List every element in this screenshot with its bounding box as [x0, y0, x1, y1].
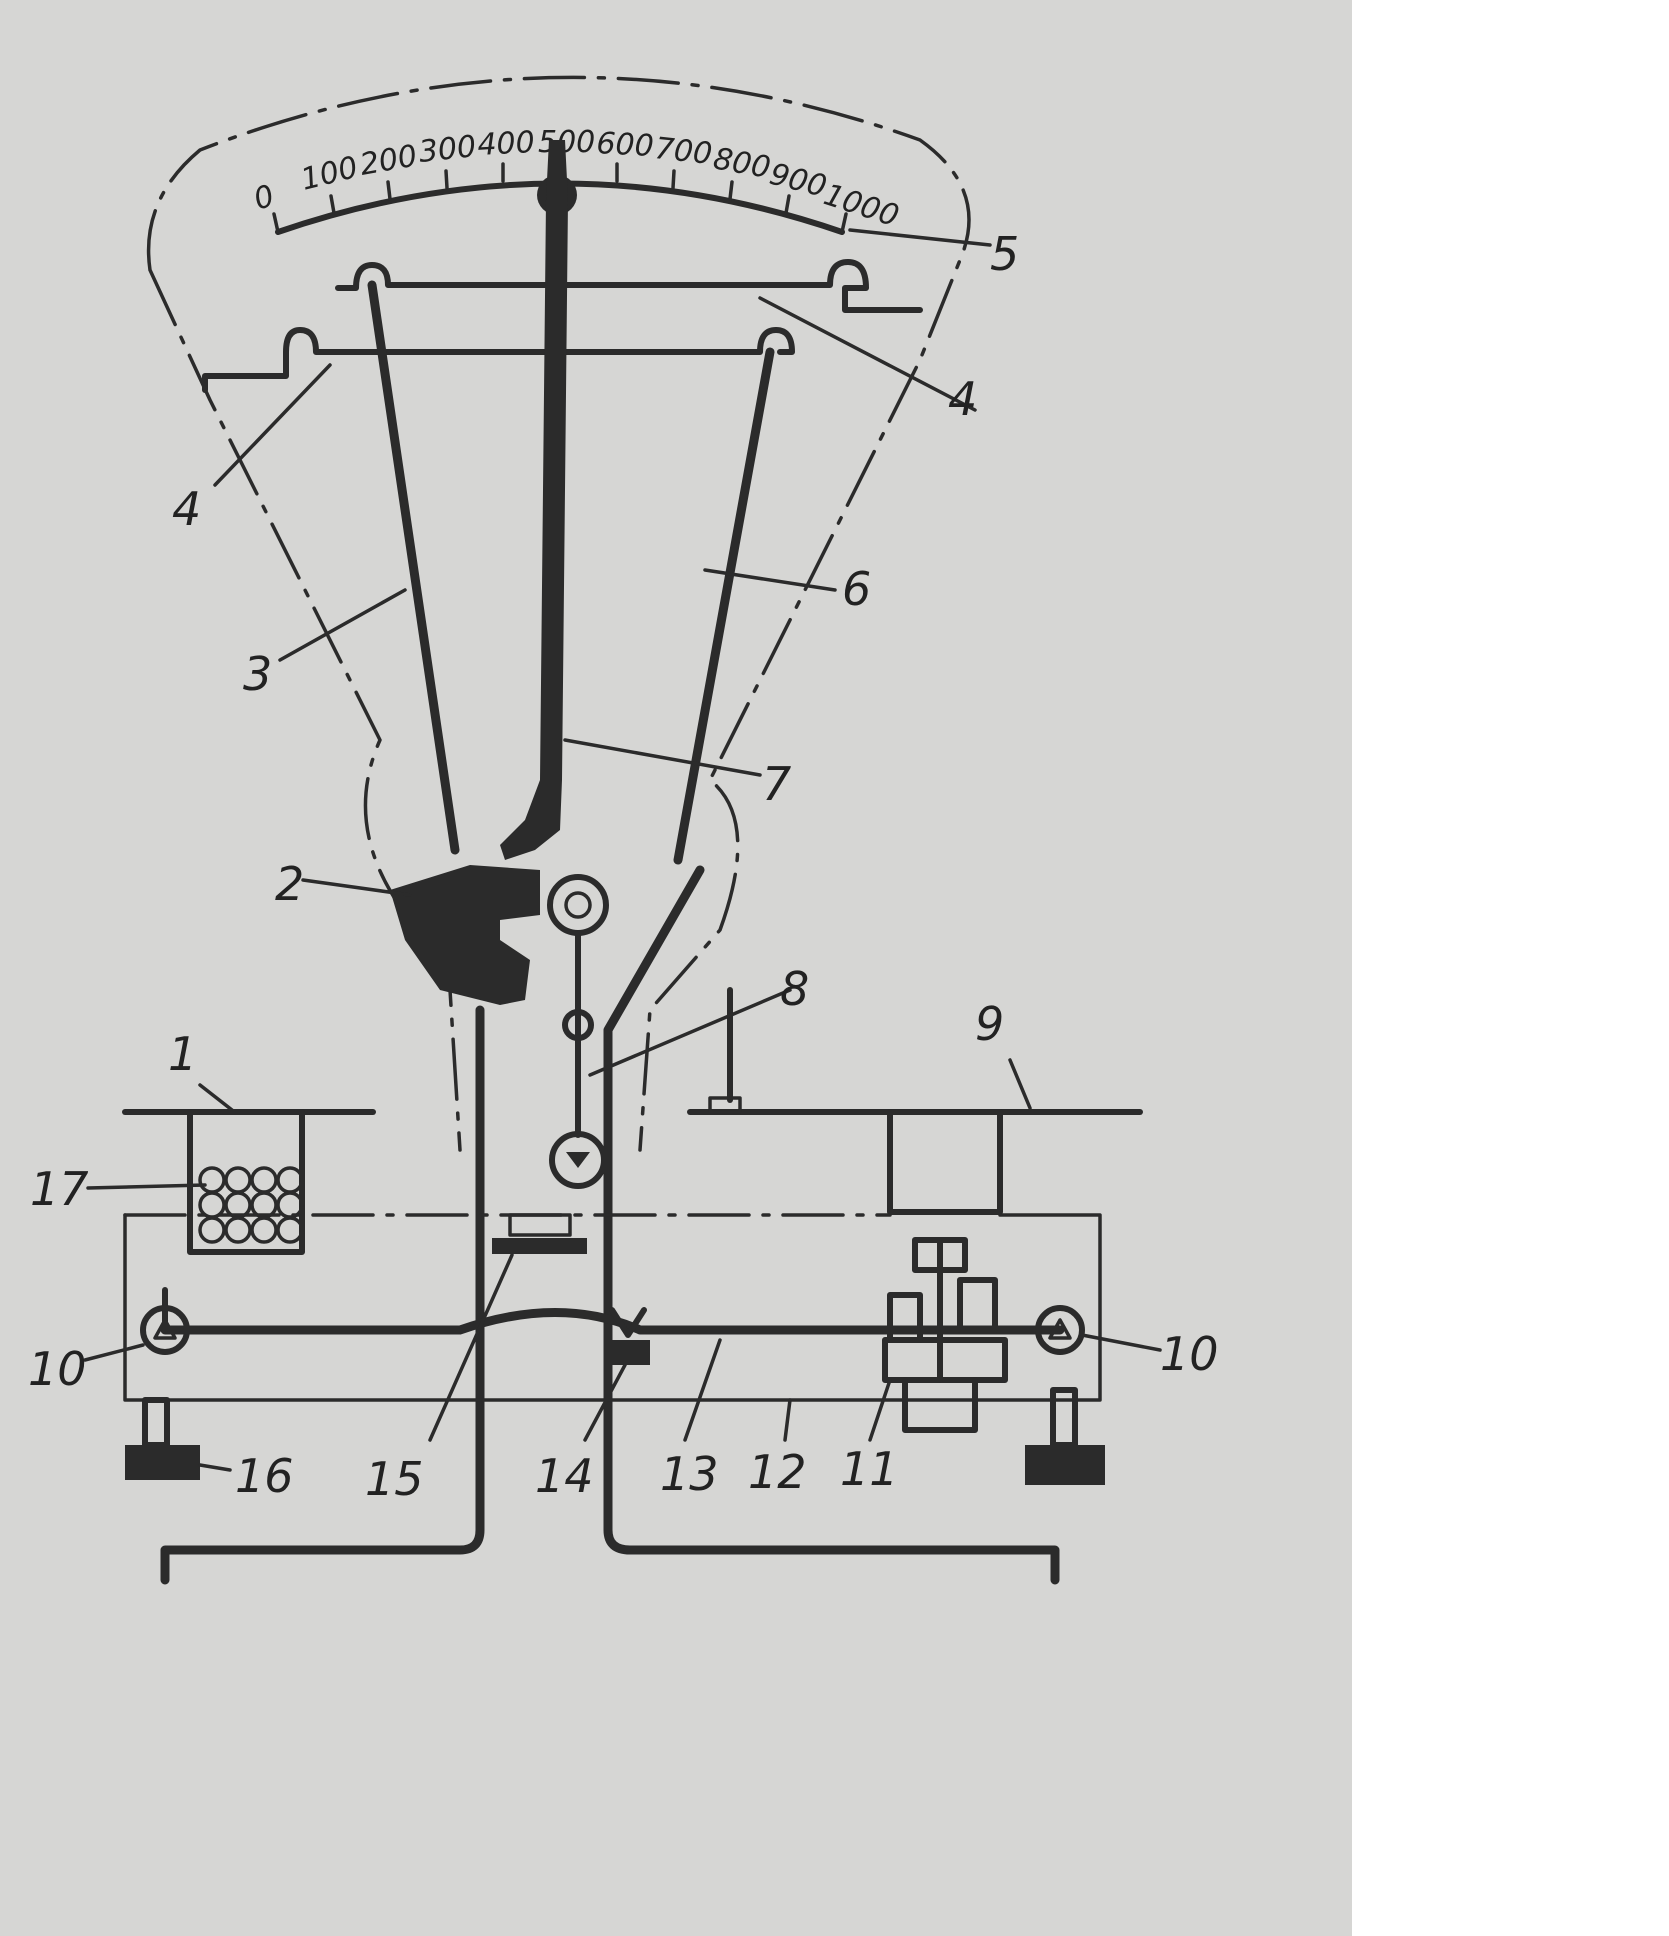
- right-pan-post-foot: [708, 1096, 742, 1114]
- scale-label-200: 200: [357, 138, 419, 182]
- callout-8: 8: [780, 962, 809, 1016]
- quadrant-weight: [390, 865, 540, 1005]
- callout-3: 3: [243, 647, 272, 701]
- lower-beam: [202, 327, 795, 393]
- link-triangle: [566, 1152, 590, 1168]
- dial-ticks: [272, 158, 848, 234]
- scale-diagram: 0 100 200 300 400 500 600 700 800 900 10…: [28, 75, 1219, 1585]
- ball-counterweight: [198, 1166, 304, 1244]
- scale-label-800: 800: [711, 141, 773, 185]
- callout-labels: 1 2 3 4 4 5 6 7 8 9 10 10 11 12 13 14 15…: [28, 227, 1219, 1506]
- scale-label-0: 0: [250, 178, 279, 217]
- right-pivot: [1035, 1305, 1085, 1355]
- right-pan-stem: [887, 1109, 1003, 1215]
- base-frame: [123, 1213, 1102, 1402]
- scale-label-500: 500: [538, 125, 595, 160]
- scale-label-300: 300: [417, 129, 478, 170]
- left-foot: [125, 1397, 200, 1480]
- rack: [492, 1238, 587, 1254]
- upper-beam: [335, 259, 923, 313]
- callout-1: 1: [168, 1027, 197, 1081]
- damper: [882, 1237, 1008, 1433]
- right-pillar-wall: [603, 865, 1060, 1585]
- scale-label-700: 700: [653, 131, 714, 172]
- scale-label-600: 600: [596, 126, 655, 164]
- callout-4-left: 4: [172, 482, 201, 536]
- callout-13: 13: [660, 1447, 719, 1501]
- left-hanger-rod: [367, 280, 460, 855]
- bottom-lever: [160, 1308, 1065, 1335]
- quadrant-pivot-inner: [564, 891, 592, 919]
- left-pan-stem: [187, 1109, 305, 1255]
- callout-9: 9: [975, 997, 1004, 1051]
- callout-12: 12: [748, 1445, 807, 1499]
- right-foot: [1025, 1387, 1105, 1485]
- scale-label-400: 400: [477, 125, 536, 163]
- quadrant-pivot: [547, 874, 609, 936]
- callout-6: 6: [842, 562, 871, 616]
- link-joint: [562, 1009, 594, 1041]
- left-pivot: [140, 1305, 190, 1355]
- left-pillar-wall: [160, 1005, 485, 1585]
- pointer: [500, 140, 568, 860]
- callout-14: 14: [535, 1449, 594, 1503]
- central-support-knife: [609, 1307, 647, 1338]
- callout-16: 16: [235, 1449, 294, 1503]
- central-support: [605, 1340, 650, 1365]
- leader-lines: [83, 228, 1162, 1472]
- rack-top: [508, 1213, 572, 1237]
- callout-7: 7: [762, 757, 791, 811]
- left-pivot-mark: [153, 1318, 177, 1340]
- callout-10-left: 10: [28, 1342, 87, 1396]
- callout-4-right: 4: [948, 372, 977, 426]
- diagram-page: 0 100 200 300 400 500 600 700 800 900 10…: [0, 0, 1352, 1936]
- callout-11: 11: [840, 1442, 899, 1496]
- right-hanger-rod: [673, 347, 775, 865]
- callout-17: 17: [30, 1162, 89, 1216]
- right-pivot-mark: [1048, 1318, 1072, 1340]
- callout-2: 2: [275, 857, 304, 911]
- callout-5: 5: [990, 227, 1019, 281]
- callout-15: 15: [365, 1452, 424, 1506]
- callout-10-right: 10: [1160, 1327, 1219, 1381]
- scale-label-900: 900: [766, 157, 830, 205]
- scale-label-100: 100: [297, 150, 361, 198]
